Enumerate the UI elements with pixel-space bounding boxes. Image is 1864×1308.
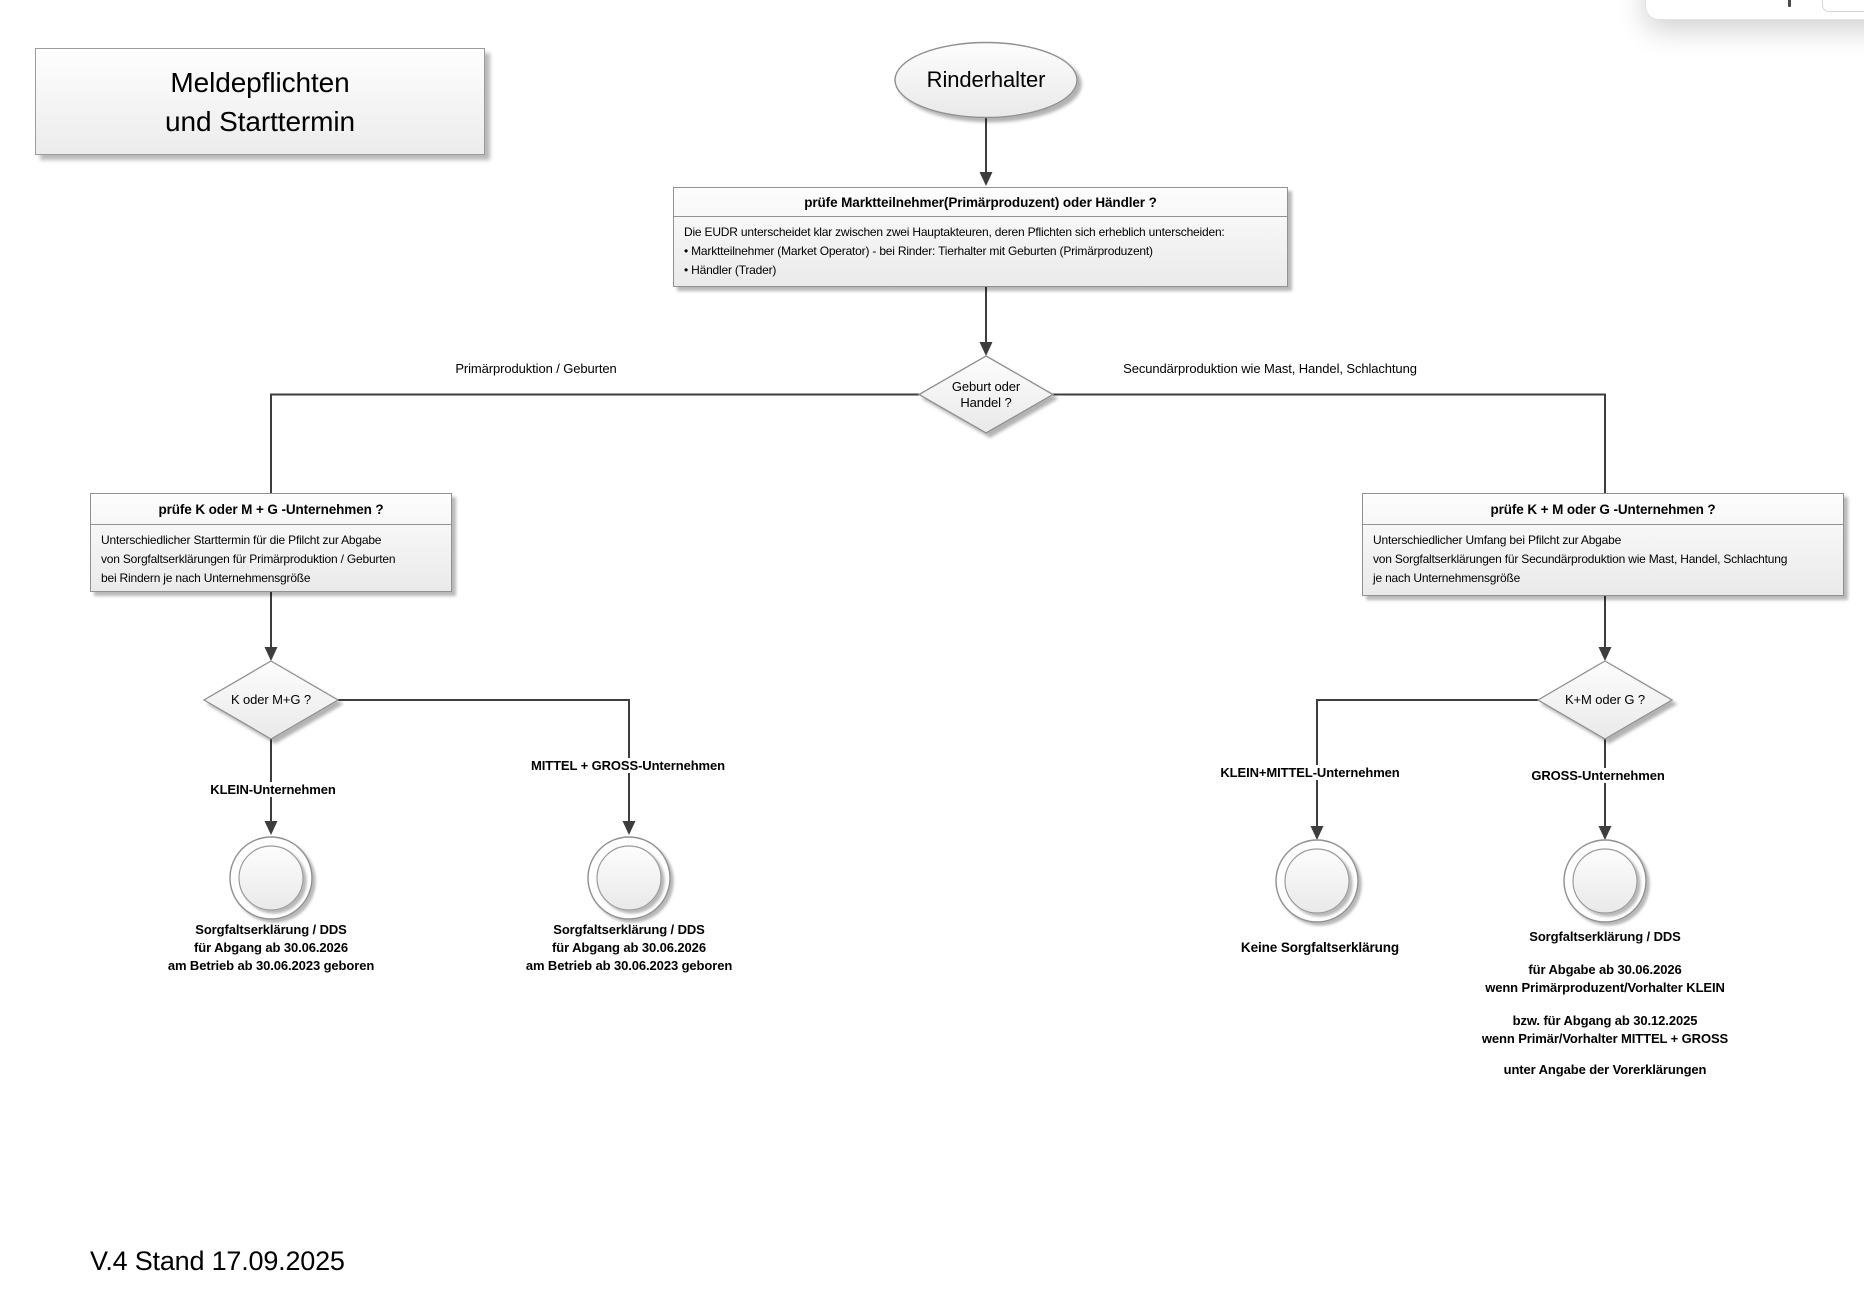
secondary-body-line: von Sorgfaltserklärungen für Secundärpro… <box>1373 552 1788 566</box>
arrowhead <box>264 821 278 835</box>
arrowhead <box>979 172 993 186</box>
popup-remnant-panel <box>1645 0 1864 20</box>
end-node-inner-circle <box>596 845 662 911</box>
result-line: am Betrieb ab 30.06.2023 geboren <box>525 958 733 973</box>
decision-secondary-label: K+M oder G ? <box>1564 692 1646 707</box>
primary-body-line: Unterschiedlicher Starttermin für die Pf… <box>101 533 382 547</box>
decision-secondary-diamond <box>1536 660 1674 740</box>
outcome-klein-label: KLEIN-Unternehmen <box>206 782 340 797</box>
connector-branch-primary <box>270 393 919 493</box>
branch-secondary-label: Secundärproduktion wie Mast, Handel, Sch… <box>1123 361 1417 376</box>
result-line: Sorgfaltserklärung / DDS <box>195 922 347 937</box>
primary-check-header: prüfe K oder M + G -Unternehmen ? <box>91 494 451 525</box>
result-gross: Sorgfaltserklärung / DDS für Abgabe ab 3… <box>1482 928 1728 1079</box>
branch-primary-label: Primärproduktion / Geburten <box>455 361 617 376</box>
outcome-klein-mittel-label: KLEIN+MITTEL-Unternehmen <box>1216 765 1404 780</box>
actor-body-line: Die EUDR unterscheidet klar zwischen zwe… <box>684 225 1225 239</box>
end-node-klein-mittel <box>1275 839 1359 923</box>
flow-connectors <box>270 118 1606 826</box>
result-line: für Abgabe ab 30.06.2026 <box>1528 962 1682 977</box>
result-line: Sorgfaltserklärung / DDS <box>1529 929 1681 944</box>
popup-remnant-button[interactable] <box>1822 0 1864 12</box>
end-node-inner-circle <box>1572 848 1638 914</box>
start-ellipse <box>894 41 1078 119</box>
secondary-check-header: prüfe K + M oder G -Unternehmen ? <box>1363 494 1843 525</box>
actor-check-box: prüfe Marktteilnehmer(Primärproduzent) o… <box>673 187 1288 287</box>
end-node-klein <box>229 836 313 920</box>
title-box: Meldepflichten und Starttermin <box>35 48 485 155</box>
primary-body-line: von Sorgfaltserklärungen für Primärprodu… <box>101 552 396 566</box>
result-line: für Abgang ab 30.06.2026 <box>194 940 348 955</box>
flow-arrowheads <box>264 172 1612 840</box>
arrowhead <box>979 342 993 356</box>
start-node-label: Rinderhalter <box>926 67 1046 92</box>
secondary-body-line: je nach Unternehmensgröße <box>1373 571 1521 585</box>
result-line: unter Angabe der Vorerklärungen <box>1503 1062 1707 1077</box>
secondary-check-body: Unterschiedlicher Umfang bei Pfilcht zur… <box>1363 525 1843 588</box>
result-line: am Betrieb ab 30.06.2023 geboren <box>167 958 375 973</box>
connector-to-circle-kleinmittel <box>1316 699 1538 826</box>
result-klein: Sorgfaltserklärung / DDS für Abgang ab 3… <box>168 921 374 975</box>
arrowhead <box>1598 826 1612 840</box>
end-node-inner-circle <box>238 845 304 911</box>
version-label: V.4 Stand 17.09.2025 <box>90 1246 345 1276</box>
title-line-1: Meldepflichten <box>170 66 350 98</box>
result-mittel-gross: Sorgfaltserklärung / DDS für Abgang ab 3… <box>526 921 732 975</box>
result-line: Keine Sorgfaltserklärung <box>1240 940 1400 955</box>
outcome-mittel-gross-label: MITTEL + GROSS-Unternehmen <box>527 758 729 773</box>
title-line-2: und Starttermin <box>165 105 355 137</box>
decision-main-line2: Handel ? <box>960 395 1012 410</box>
arrowhead <box>622 821 636 835</box>
result-line: bzw. für Abgang ab 30.12.2025 <box>1512 1013 1698 1028</box>
result-line: für Abgang ab 30.06.2026 <box>552 940 706 955</box>
end-node-mittel-gross <box>587 836 671 920</box>
decision-main-line1: Geburt oder <box>951 379 1021 394</box>
connector-branch-secondary <box>1053 393 1606 493</box>
decision-primary-label: K oder M+G ? <box>230 692 312 707</box>
actor-body-line: • Händler (Trader) <box>684 263 777 277</box>
decision-primary-diamond <box>202 660 340 740</box>
decision-main-diamond <box>917 355 1055 434</box>
decision-main-label: Geburt oder Handel ? <box>952 379 1020 411</box>
primary-check-box: prüfe K oder M + G -Unternehmen ? Unters… <box>90 493 452 592</box>
secondary-check-box: prüfe K + M oder G -Unternehmen ? Unters… <box>1362 493 1844 596</box>
primary-check-body: Unterschiedlicher Starttermin für die Pf… <box>91 525 451 588</box>
outcome-gross-label: GROSS-Unternehmen <box>1527 768 1669 783</box>
result-line: wenn Primär/Vorhalter MITTEL + GROSS <box>1481 1031 1729 1046</box>
end-node-inner-circle <box>1284 848 1350 914</box>
actor-body-line: • Marktteilnehmer (Market Operator) - be… <box>684 244 1153 258</box>
popup-remnant-caret-icon <box>1788 0 1791 7</box>
arrowhead <box>1598 647 1612 661</box>
actor-check-header: prüfe Marktteilnehmer(Primärproduzent) o… <box>674 188 1287 217</box>
secondary-body-line: Unterschiedlicher Umfang bei Pfilcht zur… <box>1373 533 1622 547</box>
arrowhead <box>1310 826 1324 840</box>
arrowhead <box>264 647 278 661</box>
result-line: Sorgfaltserklärung / DDS <box>553 922 705 937</box>
result-klein-mittel: Keine Sorgfaltserklärung <box>1241 939 1399 957</box>
end-node-gross <box>1563 839 1647 923</box>
actor-check-body: Die EUDR unterscheidet klar zwischen zwe… <box>674 217 1287 280</box>
primary-body-line: bei Rindern je nach Unternehmensgröße <box>101 571 311 585</box>
result-line: wenn Primärproduzent/Vorhalter KLEIN <box>1485 980 1725 995</box>
connector-to-circle-mittelgross <box>338 699 630 821</box>
